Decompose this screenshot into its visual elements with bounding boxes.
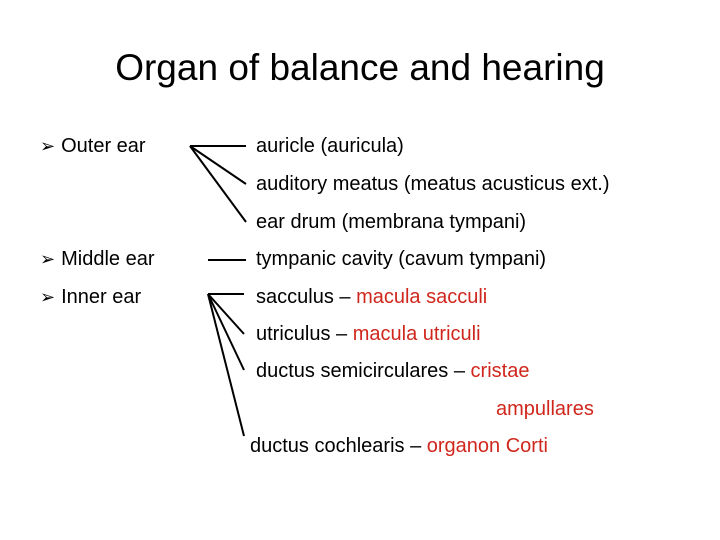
bullet-label: Middle ear <box>61 248 155 270</box>
connector-line-utriculus <box>207 293 245 335</box>
arrowhead-bullet-icon: ➢ <box>40 287 56 307</box>
item-sacculus: sacculus – macula sacculi <box>256 284 487 310</box>
connector-line-drum <box>189 145 247 223</box>
item-ear-drum: ear drum (membrana tympani) <box>256 211 527 233</box>
bullet-inner-ear: ➢Inner ear <box>40 284 141 310</box>
connector-line-meatus <box>189 145 247 185</box>
item-term: sacculus – <box>256 286 357 308</box>
arrowhead-bullet-icon: ➢ <box>40 136 56 156</box>
bullet-label: Inner ear <box>61 286 142 308</box>
item-ductus-semicirculares: ductus semicirculares – cristae <box>256 358 529 384</box>
item-ductus-cochlearis: ductus cochlearis – organon Corti <box>250 433 548 459</box>
bullet-middle-ear: ➢Middle ear <box>40 246 154 272</box>
item-structure: macula sacculi <box>356 286 488 308</box>
connector-line-cochlear <box>207 293 245 437</box>
item-structure-continuation: ampullares <box>496 398 594 420</box>
item-term: ductus cochlearis – <box>250 435 427 457</box>
bullet-label: Outer ear <box>61 135 146 157</box>
connector-line-semicircular <box>207 293 245 371</box>
item-structure: macula utriculi <box>352 323 481 345</box>
item-structure: cristae <box>470 360 530 382</box>
item-auricle: auricle (auricula) <box>256 135 404 157</box>
item-term: utriculus – <box>256 323 353 345</box>
item-auditory-meatus: auditory meatus (meatus acusticus ext.) <box>256 173 610 195</box>
item-structure: organon Corti <box>426 435 548 457</box>
slide-title: Organ of balance and hearing <box>115 47 605 88</box>
item-term: ductus semicirculares – <box>256 360 471 382</box>
bullet-outer-ear: ➢Outer ear <box>40 133 146 159</box>
arrowhead-bullet-icon: ➢ <box>40 249 56 269</box>
item-utriculus: utriculus – macula utriculi <box>256 321 481 347</box>
item-tympanic-cavity: tympanic cavity (cavum tympani) <box>256 248 547 270</box>
